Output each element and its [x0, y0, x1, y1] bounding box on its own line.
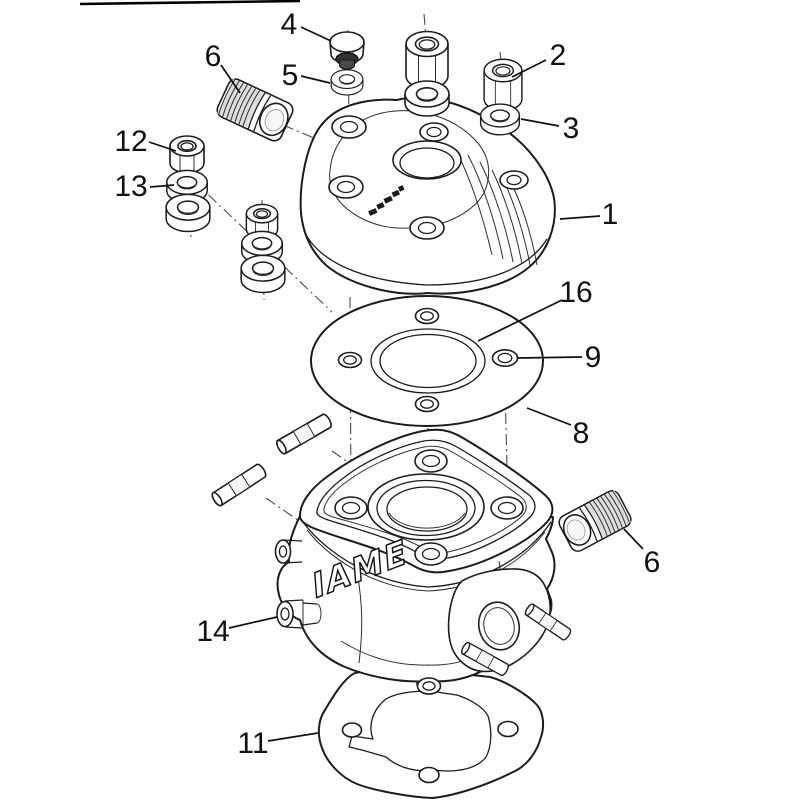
- callout-12: 12: [114, 125, 177, 158]
- callout-label: 5: [282, 59, 299, 92]
- callout-4: 4: [281, 8, 332, 42]
- base-gasket-hole: [341, 722, 363, 738]
- callout-label: 12: [114, 125, 147, 158]
- cylinder-stud: [274, 412, 334, 456]
- callout-label: 9: [585, 341, 602, 374]
- cap-nut-2: [483, 58, 523, 112]
- callout-label: 11: [237, 727, 268, 760]
- hex-nut-12: [169, 135, 205, 174]
- callout-6-top: 6: [205, 40, 241, 94]
- lower-nipple-fitting: [276, 599, 322, 629]
- callout-8: 8: [526, 407, 590, 450]
- callout-14: 14: [196, 615, 278, 648]
- callout-11: 11: [237, 727, 319, 760]
- callout-9: 9: [517, 341, 602, 374]
- washer-3: [479, 103, 521, 136]
- cylinder-head-cover: [299, 96, 556, 295]
- head-gasket-hole: [414, 307, 440, 325]
- head-gasket-hole: [337, 351, 363, 369]
- callout-label: 6: [205, 40, 222, 73]
- flange-bolt-hole: [334, 449, 524, 566]
- cap-nut: [405, 30, 449, 90]
- spark-plug-hole: [392, 140, 462, 180]
- head-marking: [368, 185, 405, 216]
- callout-6-right: 6: [623, 528, 661, 579]
- cylinder: IAME: [274, 428, 573, 695]
- head-gasket: [310, 295, 544, 427]
- callout-label: 8: [573, 417, 590, 450]
- callout-13: 13: [114, 170, 175, 203]
- top-border-artifact: [79, 0, 301, 6]
- callout-1: 1: [559, 198, 619, 231]
- upper-nipple-boss: [274, 539, 303, 564]
- callout-label: 13: [114, 170, 147, 203]
- washer: [240, 254, 286, 294]
- callout-16: 16: [477, 276, 593, 342]
- bottom-boss-hole: [416, 677, 442, 695]
- cylinder-stud: [209, 462, 269, 508]
- callout-label: 2: [550, 39, 567, 72]
- cylinder-bore: [367, 473, 485, 541]
- callout-2: 2: [511, 39, 567, 78]
- callout-label: 14: [196, 615, 229, 648]
- callout-label: 4: [281, 8, 298, 41]
- callout-label: 1: [602, 198, 619, 231]
- sealing-washer-5: [330, 69, 364, 96]
- callouts: 4 6 5 2 3 12 13 1: [114, 8, 660, 760]
- washer: [404, 80, 450, 117]
- head-gasket-hole-9: [491, 348, 519, 367]
- base-gasket-hole: [497, 720, 519, 738]
- threaded-fitting: [555, 487, 635, 555]
- callout-label: 16: [559, 276, 592, 309]
- callout-label: 3: [563, 112, 580, 145]
- base-gasket-hole: [418, 766, 440, 784]
- o-ring-seal: [370, 328, 486, 394]
- head-gasket-hole: [414, 395, 440, 413]
- washer: [165, 193, 211, 233]
- cover-bolt-boss: [328, 115, 529, 240]
- plug-bolt-4: [329, 31, 365, 70]
- callout-5: 5: [282, 59, 331, 92]
- callout-3: 3: [520, 112, 580, 145]
- callout-label: 6: [644, 546, 661, 579]
